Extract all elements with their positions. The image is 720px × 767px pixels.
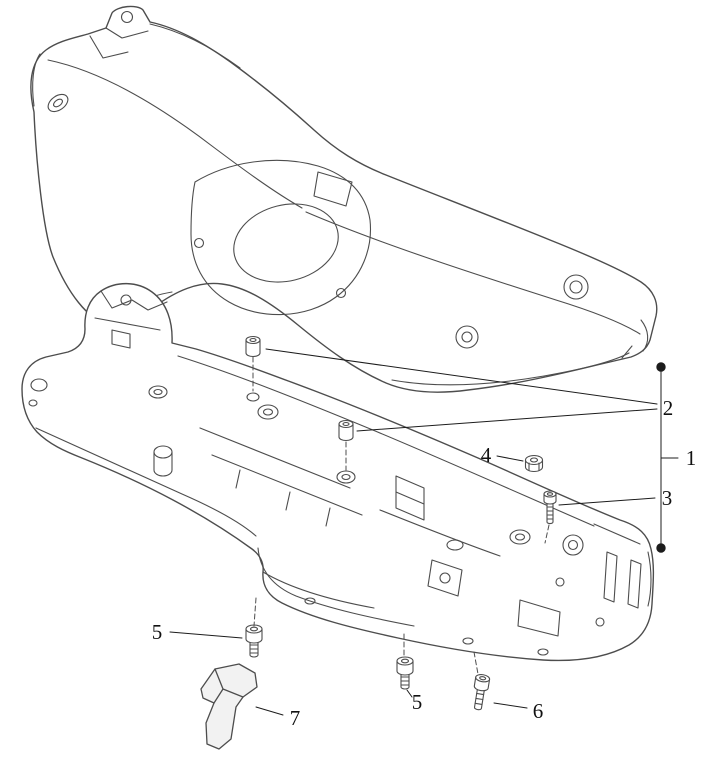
handlebar-top-cover [30,5,658,393]
spacer-bushing-lower [338,419,354,442]
center-hole-outer [455,325,479,349]
leader-6 [493,702,528,709]
lower-cover-details [28,290,652,656]
leader-2-lower [356,408,658,432]
lower-cover-outline [21,282,655,662]
top-cover-details [32,10,649,386]
leader-3 [558,497,656,506]
callout-label-4: 4 [481,443,492,467]
leader-5-left [169,631,243,639]
bracket-dot-top [656,362,666,372]
assembly-dashed-lines [252,356,550,675]
right-end-slot-1 [603,551,618,603]
line-art [21,5,679,750]
screw-3 [543,490,557,525]
spacer-bushing-upper [245,335,261,358]
screw-boss-upper [257,404,279,420]
callout-leaders [169,348,679,716]
callout-label-5-left: 5 [152,620,163,644]
callout-label-7: 7 [290,706,301,730]
screw-5-left [245,624,263,658]
right-arm-hole-outer [563,274,589,300]
bushing-seat-lower [336,470,356,484]
right-end-slot-2 [627,559,642,609]
flange-nut [524,454,544,473]
mirror-mount-hole [120,10,134,24]
bushing-seat-upper [246,392,260,402]
bracket-dot-bottom [656,543,666,553]
instrument-panel-opening [190,159,372,316]
callout-label-6: 6 [533,699,544,723]
left-end-hole [47,93,69,113]
rubber-buffer [200,663,258,750]
screw-5-bottom [396,656,414,690]
leader-5-bottom [406,689,413,698]
leader-bracket-1 [660,366,679,549]
callout-label-5-bottom: 5 [412,690,423,714]
leader-4 [496,455,524,462]
leader-7 [255,706,284,716]
handlebar-lower-cover [21,282,655,662]
leader-2-upper [265,348,658,405]
callout-label-1: 1 [686,446,697,470]
callout-label-2: 2 [663,396,674,420]
screw-6 [473,674,491,711]
callout-label-3: 3 [662,486,673,510]
speedometer-opening [233,203,339,283]
